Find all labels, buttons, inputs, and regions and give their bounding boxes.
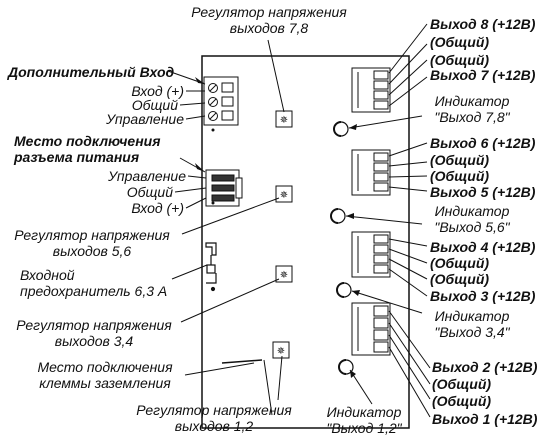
ind78-label-line2: "Выход 7,8" bbox=[434, 109, 510, 125]
ind12-label-line1: Индикатор bbox=[326, 404, 402, 420]
regulator-78: ✵ bbox=[275, 110, 293, 128]
out3-label: Выход 3 (+12В) bbox=[430, 288, 536, 304]
ground-label-line1: Место подключения bbox=[37, 359, 173, 375]
reg34-label-line2: выходов 3,4 bbox=[54, 333, 134, 349]
ind56-label-line1: Индикатор bbox=[434, 203, 510, 219]
output-terminal-12 bbox=[351, 302, 391, 356]
ind34-label: Индикатор "Выход 3,4" bbox=[422, 308, 522, 340]
ind34-label-line2: "Выход 3,4" bbox=[434, 324, 510, 340]
output-terminal-34 bbox=[351, 231, 391, 278]
aux-input-plus-label: Вход (+) bbox=[131, 83, 184, 99]
out8-label: Выход 8 (+12В) bbox=[430, 16, 536, 32]
reg56-label-line1: Регулятор напряжения bbox=[14, 227, 170, 243]
reg34-label-line1: Регулятор напряжения bbox=[16, 317, 172, 333]
common5-label: (Общий) bbox=[430, 168, 490, 184]
regulator-12: ✵ bbox=[272, 341, 290, 359]
fuse-label-line2: предохранитель 6,3 А bbox=[20, 283, 168, 299]
svg-text:✵: ✵ bbox=[280, 190, 288, 201]
common6-label: (Общий) bbox=[430, 152, 490, 168]
common8-label: (Общий) bbox=[430, 34, 490, 50]
fuse-holder bbox=[205, 242, 217, 292]
ind12-label: Индикатор "Выход 1,2" bbox=[316, 404, 412, 436]
out4-label: Выход 4 (+12В) bbox=[430, 239, 536, 255]
out6-label: Выход 6 (+12В) bbox=[430, 135, 536, 151]
aux-input-title: Дополнительный Вход bbox=[8, 64, 175, 80]
out1-label: Выход 1 (+12В) bbox=[432, 411, 538, 427]
common7-label: (Общий) bbox=[430, 52, 490, 68]
ind12-label-line2: "Выход 1,2" bbox=[326, 420, 402, 436]
svg-text:✵: ✵ bbox=[280, 270, 288, 281]
aux-input-terminal-block bbox=[203, 76, 239, 126]
aux-control-label: Управление bbox=[106, 111, 184, 127]
ind78-label-line1: Индикатор bbox=[434, 93, 510, 109]
out5-label: Выход 5 (+12В) bbox=[430, 184, 536, 200]
ind34-label-line1: Индикатор bbox=[434, 308, 510, 324]
svg-text:✵: ✵ bbox=[277, 346, 285, 357]
ind56-label: Индикатор "Выход 5,6" bbox=[422, 203, 522, 235]
indicator-34 bbox=[336, 282, 352, 298]
reg12-label: Регулятор напряжения выходов 1,2 bbox=[126, 402, 302, 434]
output-terminal-78 bbox=[351, 67, 391, 113]
power-connector-title: Место подключения разъема питания bbox=[14, 133, 160, 165]
out2-label: Выход 2 (+12В) bbox=[432, 359, 538, 375]
ground-terminal bbox=[221, 359, 263, 364]
reg78-label: Регулятор напряжения выходов 7,8 bbox=[170, 4, 368, 36]
indicator-78 bbox=[333, 121, 349, 137]
power-conn-line1: Место подключения bbox=[14, 133, 161, 149]
ground-label: Место подключения клеммы заземления bbox=[30, 359, 180, 391]
pwr-input-plus-label: Вход (+) bbox=[131, 200, 184, 216]
arrowheads bbox=[195, 77, 360, 378]
fuse-label-line1: Входной bbox=[20, 267, 75, 283]
common2-label: (Общий) bbox=[432, 376, 492, 392]
reg12-label-line1: Регулятор напряжения bbox=[136, 402, 292, 418]
indicator-56 bbox=[330, 208, 346, 224]
out7-label: Выход 7 (+12В) bbox=[430, 67, 536, 83]
power-connector bbox=[205, 169, 243, 207]
indicator-12 bbox=[338, 359, 354, 375]
reg56-label-line2: выходов 5,6 bbox=[52, 243, 132, 259]
ind56-label-line2: "Выход 5,6" bbox=[434, 219, 510, 235]
reg12-label-line2: выходов 1,2 bbox=[174, 418, 254, 434]
output-terminal-56 bbox=[351, 149, 391, 196]
pwr-control-label: Управление bbox=[108, 168, 186, 184]
reg78-label-line2: выходов 7,8 bbox=[229, 20, 309, 36]
regulator-56: ✵ bbox=[275, 185, 293, 203]
reg34-label: Регулятор напряжения выходов 3,4 bbox=[6, 317, 182, 349]
power-conn-line2: разъема питания bbox=[14, 149, 140, 165]
ground-label-line2: клеммы заземления bbox=[39, 375, 171, 391]
common4-label: (Общий) bbox=[430, 255, 490, 271]
common1-label: (Общий) bbox=[432, 393, 492, 409]
mounting-holes bbox=[211, 128, 215, 205]
fuse-label: Входной предохранитель 6,3 А bbox=[20, 267, 167, 299]
aux-common-label: Общий bbox=[131, 97, 178, 113]
leader-lines bbox=[167, 23, 431, 418]
reg56-label: Регулятор напряжения выходов 5,6 bbox=[4, 227, 180, 259]
reg78-label-line1: Регулятор напряжения bbox=[191, 4, 347, 20]
ind78-label: Индикатор "Выход 7,8" bbox=[422, 93, 522, 125]
common3-label: (Общий) bbox=[430, 271, 490, 287]
svg-text:✵: ✵ bbox=[280, 115, 288, 126]
regulator-34: ✵ bbox=[275, 265, 293, 283]
pwr-common-label: Общий bbox=[126, 184, 173, 200]
